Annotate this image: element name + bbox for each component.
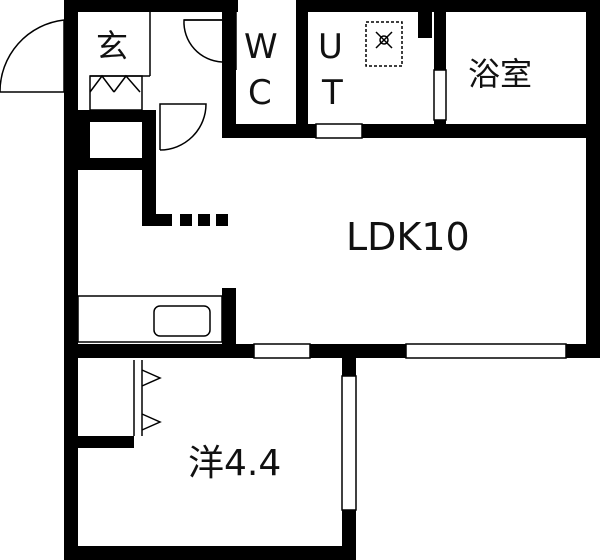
doors: [0, 19, 223, 436]
ldk-label: LDK10: [346, 215, 470, 259]
wall-bottom: [64, 546, 356, 560]
western-room-label: 洋4.4: [188, 443, 282, 484]
wall-wc-ut: [296, 0, 308, 138]
closet-door-2: [141, 413, 162, 431]
wall-service-bottom: [222, 124, 600, 138]
bath-label: 浴室: [468, 55, 533, 93]
wall-hall-post: [142, 110, 156, 215]
wall-block-1: [180, 214, 192, 226]
wall-kitchen-post: [222, 288, 236, 350]
shoe-cabinet-doors: [89, 74, 141, 93]
window-ldk-right: [405, 343, 567, 359]
wall-hall-spur: [142, 214, 172, 226]
wc-label-top: W: [244, 27, 278, 67]
window-western-right: [341, 375, 357, 511]
entrance-label: 玄: [96, 27, 129, 65]
kitchen-counter: [77, 295, 223, 343]
window-ldk-left: [253, 343, 311, 359]
wc-label-bottom: C: [248, 73, 272, 113]
wall-entrance-left: [78, 110, 90, 170]
wall-left-outer: [64, 0, 78, 560]
ut-label-top: U: [318, 27, 343, 67]
fixtures: [77, 21, 403, 343]
window-wc-bottom: [315, 123, 363, 139]
wall-entrance-step: [64, 110, 154, 122]
wall-entrance-lower: [78, 158, 154, 170]
interior-lines: [90, 12, 237, 77]
walls: [64, 0, 600, 560]
wall-block-3: [216, 214, 228, 226]
wall-top-right: [300, 0, 600, 12]
ut-label-bottom: T: [322, 73, 343, 113]
wall-closet-bottom: [64, 436, 134, 448]
windows: [253, 69, 567, 511]
window-ut-right: [433, 69, 447, 121]
kitchen-sink: [153, 305, 211, 337]
hall-door: [159, 103, 207, 151]
entrance-door: [0, 19, 65, 93]
wall-block-2: [198, 214, 210, 226]
washer-space: [365, 21, 403, 67]
wc-door: [183, 19, 223, 63]
washer-x-icon: [375, 31, 393, 49]
wall-wc-left: [222, 0, 236, 138]
wall-right-outer: [586, 0, 600, 356]
wall-ut-stub: [418, 0, 432, 38]
wall-top-entrance: [64, 0, 238, 12]
closet-door-1: [141, 369, 162, 387]
